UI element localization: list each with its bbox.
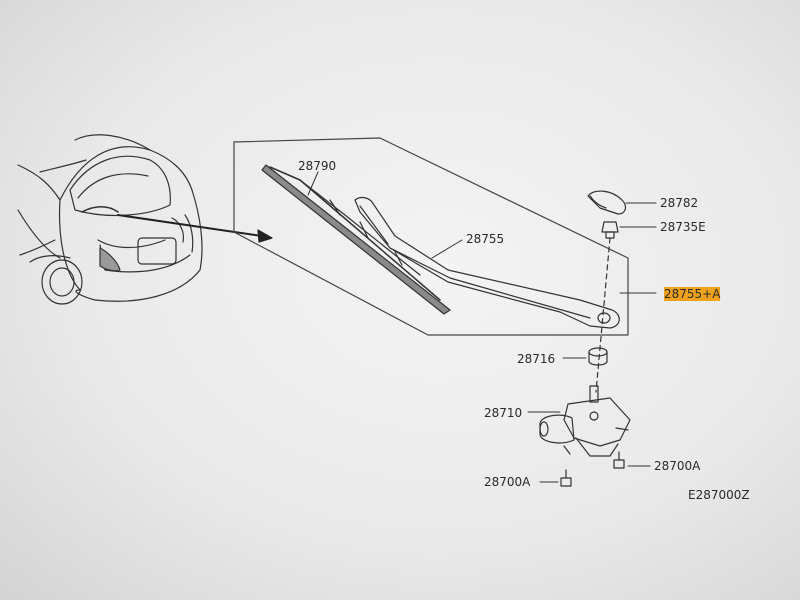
callout-28782: 28782 [660,196,699,210]
bolt-28700a-right [613,451,625,469]
callout-28755: 28755 [466,232,505,246]
bushing-28716 [588,347,608,366]
center-line [595,237,611,393]
pointer-arrow [117,214,273,243]
wiper-blade-28790 [261,164,451,315]
cap-28782 [587,190,627,215]
car-rear-illustration [17,134,203,305]
detail-outline [233,137,629,336]
callout-28716: 28716 [517,352,556,366]
nut-28735e [601,221,619,239]
callout-28700a-left: 28700A [484,475,531,489]
wiper-arm-28755 [354,196,620,329]
callout-28735e: 28735E [660,220,706,234]
callout-28710: 28710 [484,406,523,420]
figure-code: E287000Z [688,488,750,502]
callout-28755-a: 28755+A [664,287,721,301]
bolt-28700a-left [560,469,572,487]
highlight-marker [664,287,720,301]
leader-lines [307,171,657,483]
callout-28700a-right: 28700A [654,459,701,473]
wiper-motor-28710 [539,385,631,457]
callout-28790: 28790 [298,159,337,173]
